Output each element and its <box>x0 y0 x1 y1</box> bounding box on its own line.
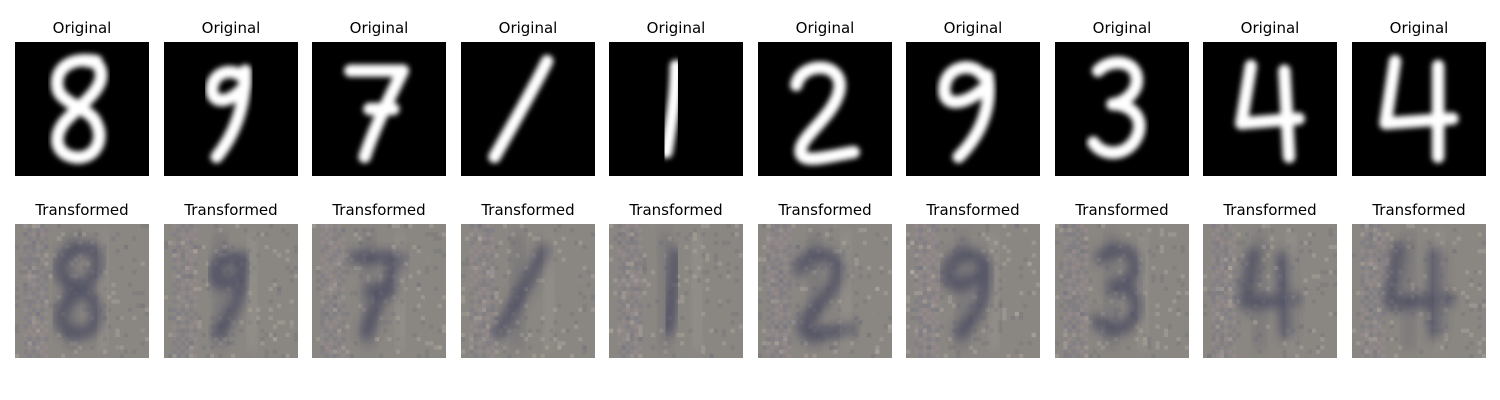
original-panel: Original <box>1203 0 1337 400</box>
transformed-panel: Transformed <box>164 0 298 400</box>
original-panel: Original <box>164 0 298 400</box>
transformed-panel: Transformed <box>609 0 743 400</box>
transformed-panel-title: Transformed <box>1075 201 1169 219</box>
original-panel-title: Original <box>646 19 706 37</box>
digit-stroke <box>488 54 554 164</box>
digit-stroke <box>1087 56 1146 159</box>
image-background <box>164 42 298 176</box>
transformed-image <box>312 224 446 358</box>
original-digit-image <box>1352 42 1486 176</box>
transformed-image <box>164 224 298 358</box>
transformed-panel-title: Transformed <box>35 201 129 219</box>
transformed-panel-title: Transformed <box>332 201 426 219</box>
digit-stroke <box>660 59 683 159</box>
transformed-panel: Transformed <box>312 0 446 400</box>
transformed-panel-title: Transformed <box>778 201 872 219</box>
original-digit-image <box>312 42 446 176</box>
original-panel-title: Original <box>1092 19 1152 37</box>
transformed-image <box>609 224 743 358</box>
image-background <box>1203 42 1337 176</box>
original-panel: Original <box>461 0 595 400</box>
original-panel-title: Original <box>1389 19 1449 37</box>
original-digit-image <box>15 42 149 176</box>
original-panel: Original <box>15 0 149 400</box>
transformed-image <box>461 224 595 358</box>
original-panel-title: Original <box>943 19 1003 37</box>
digit-stroke <box>344 64 410 164</box>
original-panel: Original <box>906 0 1040 400</box>
transformed-image <box>1352 224 1486 358</box>
transformed-panel-title: Transformed <box>1372 201 1466 219</box>
original-panel: Original <box>312 0 446 400</box>
original-panel-title: Original <box>1240 19 1300 37</box>
original-panel: Original <box>1055 0 1189 400</box>
transformed-panel-title: Transformed <box>926 201 1020 219</box>
digit-stroke <box>1235 59 1305 164</box>
transformed-image <box>906 224 1040 358</box>
original-digit-image <box>1055 42 1189 176</box>
transformed-panel-title: Transformed <box>481 201 575 219</box>
transformed-panel-title: Transformed <box>629 201 723 219</box>
transformed-panel-title: Transformed <box>184 201 278 219</box>
original-panel-title: Original <box>349 19 409 37</box>
original-panel: Original <box>1352 0 1486 400</box>
digit-stroke <box>790 61 860 165</box>
original-digit-image <box>906 42 1040 176</box>
original-panel-title: Original <box>52 19 112 37</box>
transformed-image <box>1055 224 1189 358</box>
original-panel-title: Original <box>795 19 855 37</box>
transformed-panel: Transformed <box>1055 0 1189 400</box>
digit-stroke <box>205 64 252 164</box>
transformed-panel: Transformed <box>461 0 595 400</box>
transformed-panel: Transformed <box>15 0 149 400</box>
digit-stroke <box>938 61 995 164</box>
original-digit-image <box>461 42 595 176</box>
original-panel: Original <box>609 0 743 400</box>
image-background <box>1352 42 1486 176</box>
transformed-panel: Transformed <box>1203 0 1337 400</box>
digit-stroke <box>50 54 108 164</box>
original-digit-image <box>1203 42 1337 176</box>
original-digit-image <box>758 42 892 176</box>
transformed-image <box>1203 224 1337 358</box>
digit-stroke <box>1379 54 1459 164</box>
original-digit-image <box>164 42 298 176</box>
transformed-panel: Transformed <box>758 0 892 400</box>
transformed-panel: Transformed <box>906 0 1040 400</box>
transformed-image <box>758 224 892 358</box>
transformed-panel-title: Transformed <box>1223 201 1317 219</box>
transformed-panel: Transformed <box>1352 0 1486 400</box>
original-digit-image <box>609 42 743 176</box>
original-panel-title: Original <box>498 19 558 37</box>
transformed-image <box>15 224 149 358</box>
original-panel-title: Original <box>201 19 261 37</box>
original-panel: Original <box>758 0 892 400</box>
